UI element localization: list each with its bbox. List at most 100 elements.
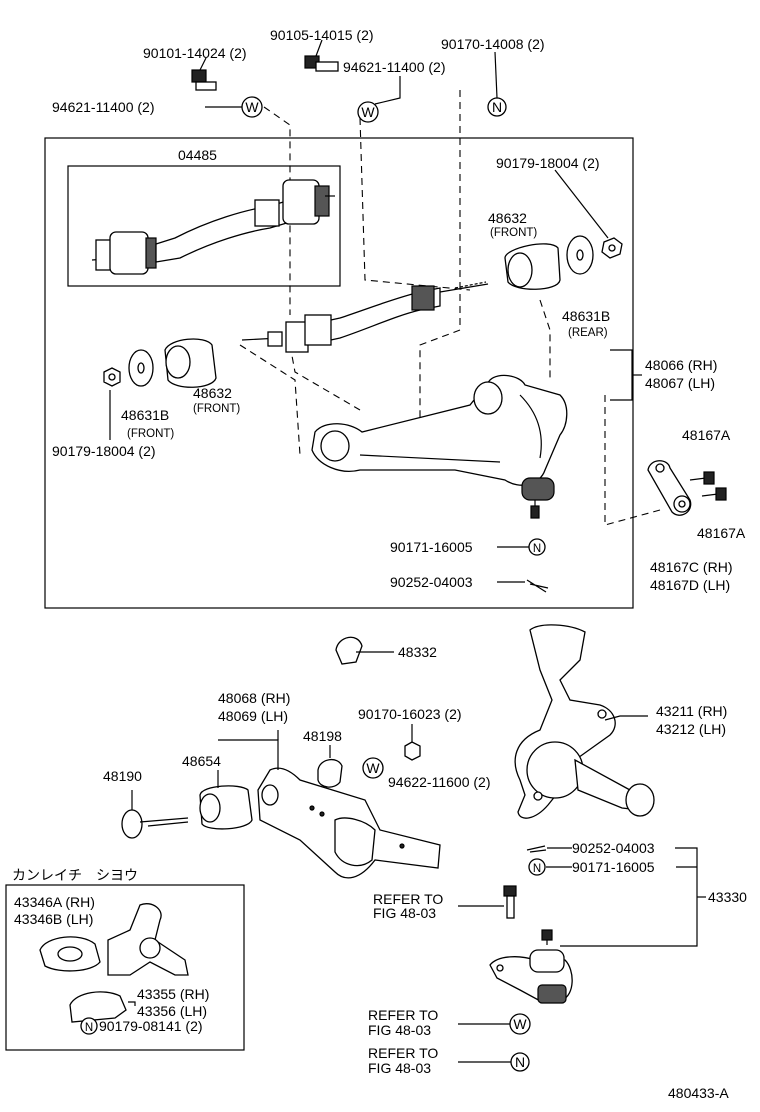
nut-n-top-icon: N [487,97,507,117]
label-refer-to-2: REFER TO [368,1007,438,1023]
bump-stopper-48332 [335,636,363,665]
washer-w-ref-icon: W [509,1013,531,1035]
label-90179-18004-left: 90179-18004 (2) [52,443,156,459]
stopper-48198 [317,759,343,788]
svg-text:N: N [492,99,502,115]
label-rear: (REAR) [568,327,608,339]
label-refer-to-3: REFER TO [368,1045,438,1061]
svg-text:W: W [366,760,380,776]
label-48190: 48190 [103,768,142,784]
label-fig-3: FIG 48-03 [368,1060,431,1076]
label-43356: 43356 (LH) [137,1003,207,1019]
label-48632-right: 48632 [488,210,527,226]
label-90252-04003: 90252-04003 [572,840,655,856]
label-90105-14015: 90105-14015 (2) [270,27,374,43]
label-90171-16005: 90171-16005 [572,859,655,875]
washer-48631b-right [566,235,594,275]
label-48654: 48654 [182,753,221,769]
label-90170-14008: 90170-14008 (2) [441,36,545,52]
figure-id: 480433-A [668,1085,729,1101]
bushing-48654 [199,785,253,830]
steering-knuckle [514,624,655,819]
cotter-pin-upper-icon [526,579,549,593]
washer-48631b-left [128,349,154,387]
label-90179-08141: 90179-08141 (2) [99,1018,203,1034]
washer-w-left-icon: W [241,96,263,118]
label-refer-to-1: REFER TO [373,891,443,907]
bolt-48167a-bottom-icon [701,487,727,501]
upper-arm-shaft [241,281,489,353]
label-48332: 48332 [398,644,437,660]
bolt-48190 [121,809,189,839]
label-jp-heading: カンレイチ シヨウ [12,868,138,884]
camber-link [647,460,692,516]
label-48167a-bottom: 48167A [697,525,746,541]
label-48167c: 48167C (RH) [650,559,732,575]
label-48067: 48067 (LH) [645,375,715,391]
washer-w-top-icon: W [357,101,379,123]
upper-arm-frame [44,137,634,609]
dust-shield-43346 [39,936,101,972]
label-48631b-left: 48631B [121,407,169,423]
nut-90171-lower-icon: N [528,858,546,876]
label-04485: 04485 [178,147,217,163]
bushing-48632-left [164,338,217,388]
bolt-90101-icon [191,69,217,91]
label-43330: 43330 [708,889,747,905]
nut-n-ref-icon: N [510,1052,530,1072]
label-90171-16005-box: 90171-16005 [390,539,473,555]
label-94621-11400-top: 94621-11400 (2) [343,59,445,75]
bolt-refer-fig-icon [503,885,517,919]
label-48167a-top: 48167A [682,427,731,443]
nut-n-mini-icon: N [80,1017,98,1035]
label-94621-11400-left: 94621-11400 (2) [52,99,154,115]
label-43346b: 43346B (LH) [14,911,93,927]
cold-climate-frame [5,884,245,1051]
label-48068: 48068 (RH) [218,690,290,706]
nut-90170-16023 [404,741,421,761]
label-43355: 43355 (RH) [137,986,209,1002]
lower-control-arm [257,767,441,879]
washer-w-lower-icon: W [362,757,384,779]
label-front-left-1: (FRONT) [193,403,240,415]
label-43346a: 43346A (RH) [14,894,95,910]
label-fig-2: FIG 48-03 [368,1022,431,1038]
label-90179-18004-right: 90179-18004 (2) [496,155,600,171]
upper-control-arm [311,374,568,519]
svg-text:W: W [513,1016,527,1032]
label-48069: 48069 (LH) [218,708,288,724]
bolt-90105-icon [304,55,339,72]
nut-90179-left [103,367,121,387]
shield-43355 [69,991,127,1023]
lower-ball-joint [489,929,573,1004]
label-48631b-right: 48631B [562,308,610,324]
bolt-48167a-top-icon [689,471,715,485]
label-43211: 43211 (RH) [656,703,727,719]
label-front-right: (FRONT) [490,227,537,239]
shaft-kit-drawing [91,179,335,275]
svg-text:W: W [245,99,259,115]
nut-90179-right [601,237,623,259]
label-front-left-2: (FRONT) [127,428,174,440]
label-43212: 43212 (LH) [656,721,726,737]
svg-text:N: N [515,1054,525,1070]
label-fig-1: FIG 48-03 [373,905,436,921]
label-90170-16023: 90170-16023 (2) [358,706,462,722]
cotter-pin-lower-icon [526,845,547,853]
knuckle-mini [107,903,189,976]
nut-90171-upper-icon: N [528,538,546,556]
svg-text:N: N [533,543,541,555]
label-90101-14024: 90101-14024 (2) [143,45,247,61]
label-94622-11600: 94622-11600 (2) [388,774,490,790]
label-48198: 48198 [303,728,342,744]
label-48632-left: 48632 [193,385,232,401]
svg-text:N: N [85,1022,93,1034]
svg-text:N: N [533,863,541,875]
label-48167d: 48167D (LH) [650,577,730,593]
bushing-kit-frame [67,165,341,287]
label-48066: 48066 (RH) [645,357,717,373]
label-90252-04003-box: 90252-04003 [390,574,473,590]
svg-text:W: W [361,104,375,120]
bushing-48632-right [504,243,561,290]
